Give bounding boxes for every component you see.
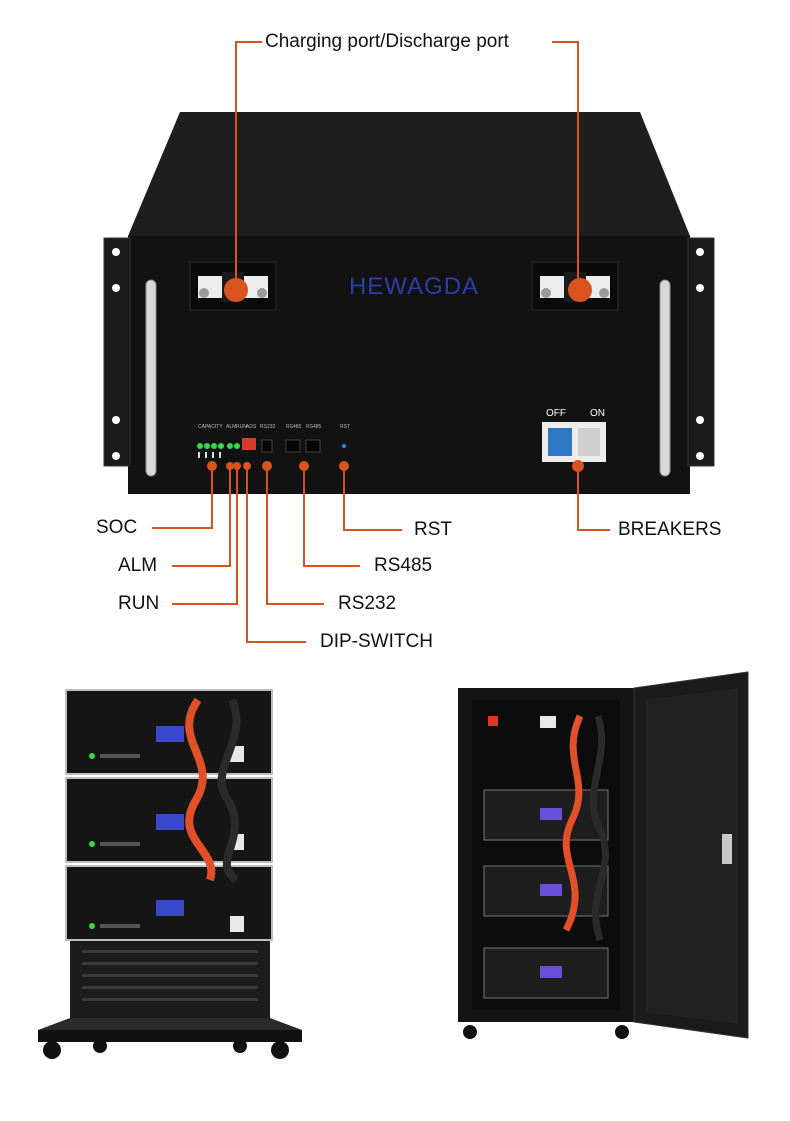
battery-top-face (128, 112, 690, 236)
rack-ear-left (103, 237, 131, 467)
rack-cable-black (217, 698, 241, 884)
callout-dip-switch: DIP-SWITCH (320, 631, 433, 652)
panel-label-rs232: RS232 (260, 424, 276, 430)
door-lock (722, 834, 732, 864)
callout-soc: SOC (96, 517, 138, 538)
battery-module-main: HEWAGDA CAPACITY ALM RUN ADS RS232 RS485… (103, 112, 715, 494)
rs232-jack (261, 439, 273, 453)
callout-leaders (152, 41, 610, 643)
callout-rs232: RS232 (338, 593, 397, 614)
rack-cable-red (185, 697, 216, 882)
rs485-marker (299, 461, 309, 471)
wheel (43, 1041, 61, 1059)
rack-module-3 (65, 865, 273, 941)
run-marker (233, 462, 241, 470)
callout-run: RUN (118, 593, 160, 614)
cabinet-module-3 (483, 947, 609, 999)
panel-label-alm: ALM (226, 424, 236, 430)
cabinet-cable-red (562, 714, 584, 932)
wheel (615, 1025, 629, 1039)
panel-label-rs485b: RS485 (306, 424, 322, 430)
panel-label-rs485a: RS485 (286, 424, 302, 430)
rack-module-2 (65, 777, 273, 863)
rack-hole (696, 248, 704, 256)
callout-alm: ALM (118, 555, 158, 576)
handle-left (145, 279, 157, 477)
soc-led (218, 443, 224, 449)
rack-hole (696, 284, 704, 292)
callout-charging-port: Charging port/Discharge port (265, 31, 509, 52)
charge-port-marker-left (224, 278, 248, 302)
rack-hole (112, 416, 120, 424)
cabinet-module-1 (483, 789, 609, 841)
rack-ear-right (687, 237, 715, 467)
brand-logo: HEWAGDA (349, 273, 479, 300)
rack-hole (112, 284, 120, 292)
panel-label-capacity: CAPACITY (198, 424, 223, 430)
rack-module-1 (65, 689, 273, 775)
rs485-jack-a (285, 439, 301, 453)
wheel (271, 1041, 289, 1059)
callout-rst: RST (414, 519, 452, 540)
rack-hole (112, 452, 120, 460)
breaker-on-label: ON (590, 408, 605, 419)
battery-cabinet (458, 671, 749, 1039)
run-led (234, 443, 240, 449)
wheel (93, 1039, 107, 1053)
breaker-marker (572, 460, 584, 472)
callout-rs485: RS485 (374, 555, 433, 576)
breaker-switch: OFF ON (542, 408, 606, 462)
status-panel: CAPACITY ALM RUN ADS RS232 RS485 RS485 R… (197, 424, 350, 458)
rst-button (342, 444, 346, 448)
callout-breakers: BREAKERS (618, 519, 722, 540)
rack-hole (112, 248, 120, 256)
stacked-battery-rack (38, 689, 302, 1059)
panel-label-rst: RST (340, 424, 350, 430)
rst-marker (339, 461, 349, 471)
dip-switch-block (242, 438, 256, 450)
wheel (463, 1025, 477, 1039)
soc-marker (207, 461, 217, 471)
rack-hole (696, 452, 704, 460)
soc-led (211, 443, 217, 449)
cabinet-cable-black (589, 714, 609, 942)
rack-hole (696, 416, 704, 424)
handle-right (659, 279, 671, 477)
panel-label-adr: ADS (246, 424, 257, 430)
callout-dots (207, 278, 592, 472)
cabinet-module-2 (483, 865, 609, 917)
breaker-off-label: OFF (546, 408, 566, 419)
rack-cart-skirt (38, 1018, 302, 1030)
dip-marker (243, 462, 251, 470)
rs232-marker (262, 461, 272, 471)
alm-marker (226, 462, 234, 470)
alm-led (227, 443, 233, 449)
soc-led (204, 443, 210, 449)
panel-label-run: RUN (236, 424, 247, 430)
charge-port-marker-right (568, 278, 592, 302)
rs485-jack-b (305, 439, 321, 453)
soc-led (197, 443, 203, 449)
wheel (233, 1039, 247, 1053)
